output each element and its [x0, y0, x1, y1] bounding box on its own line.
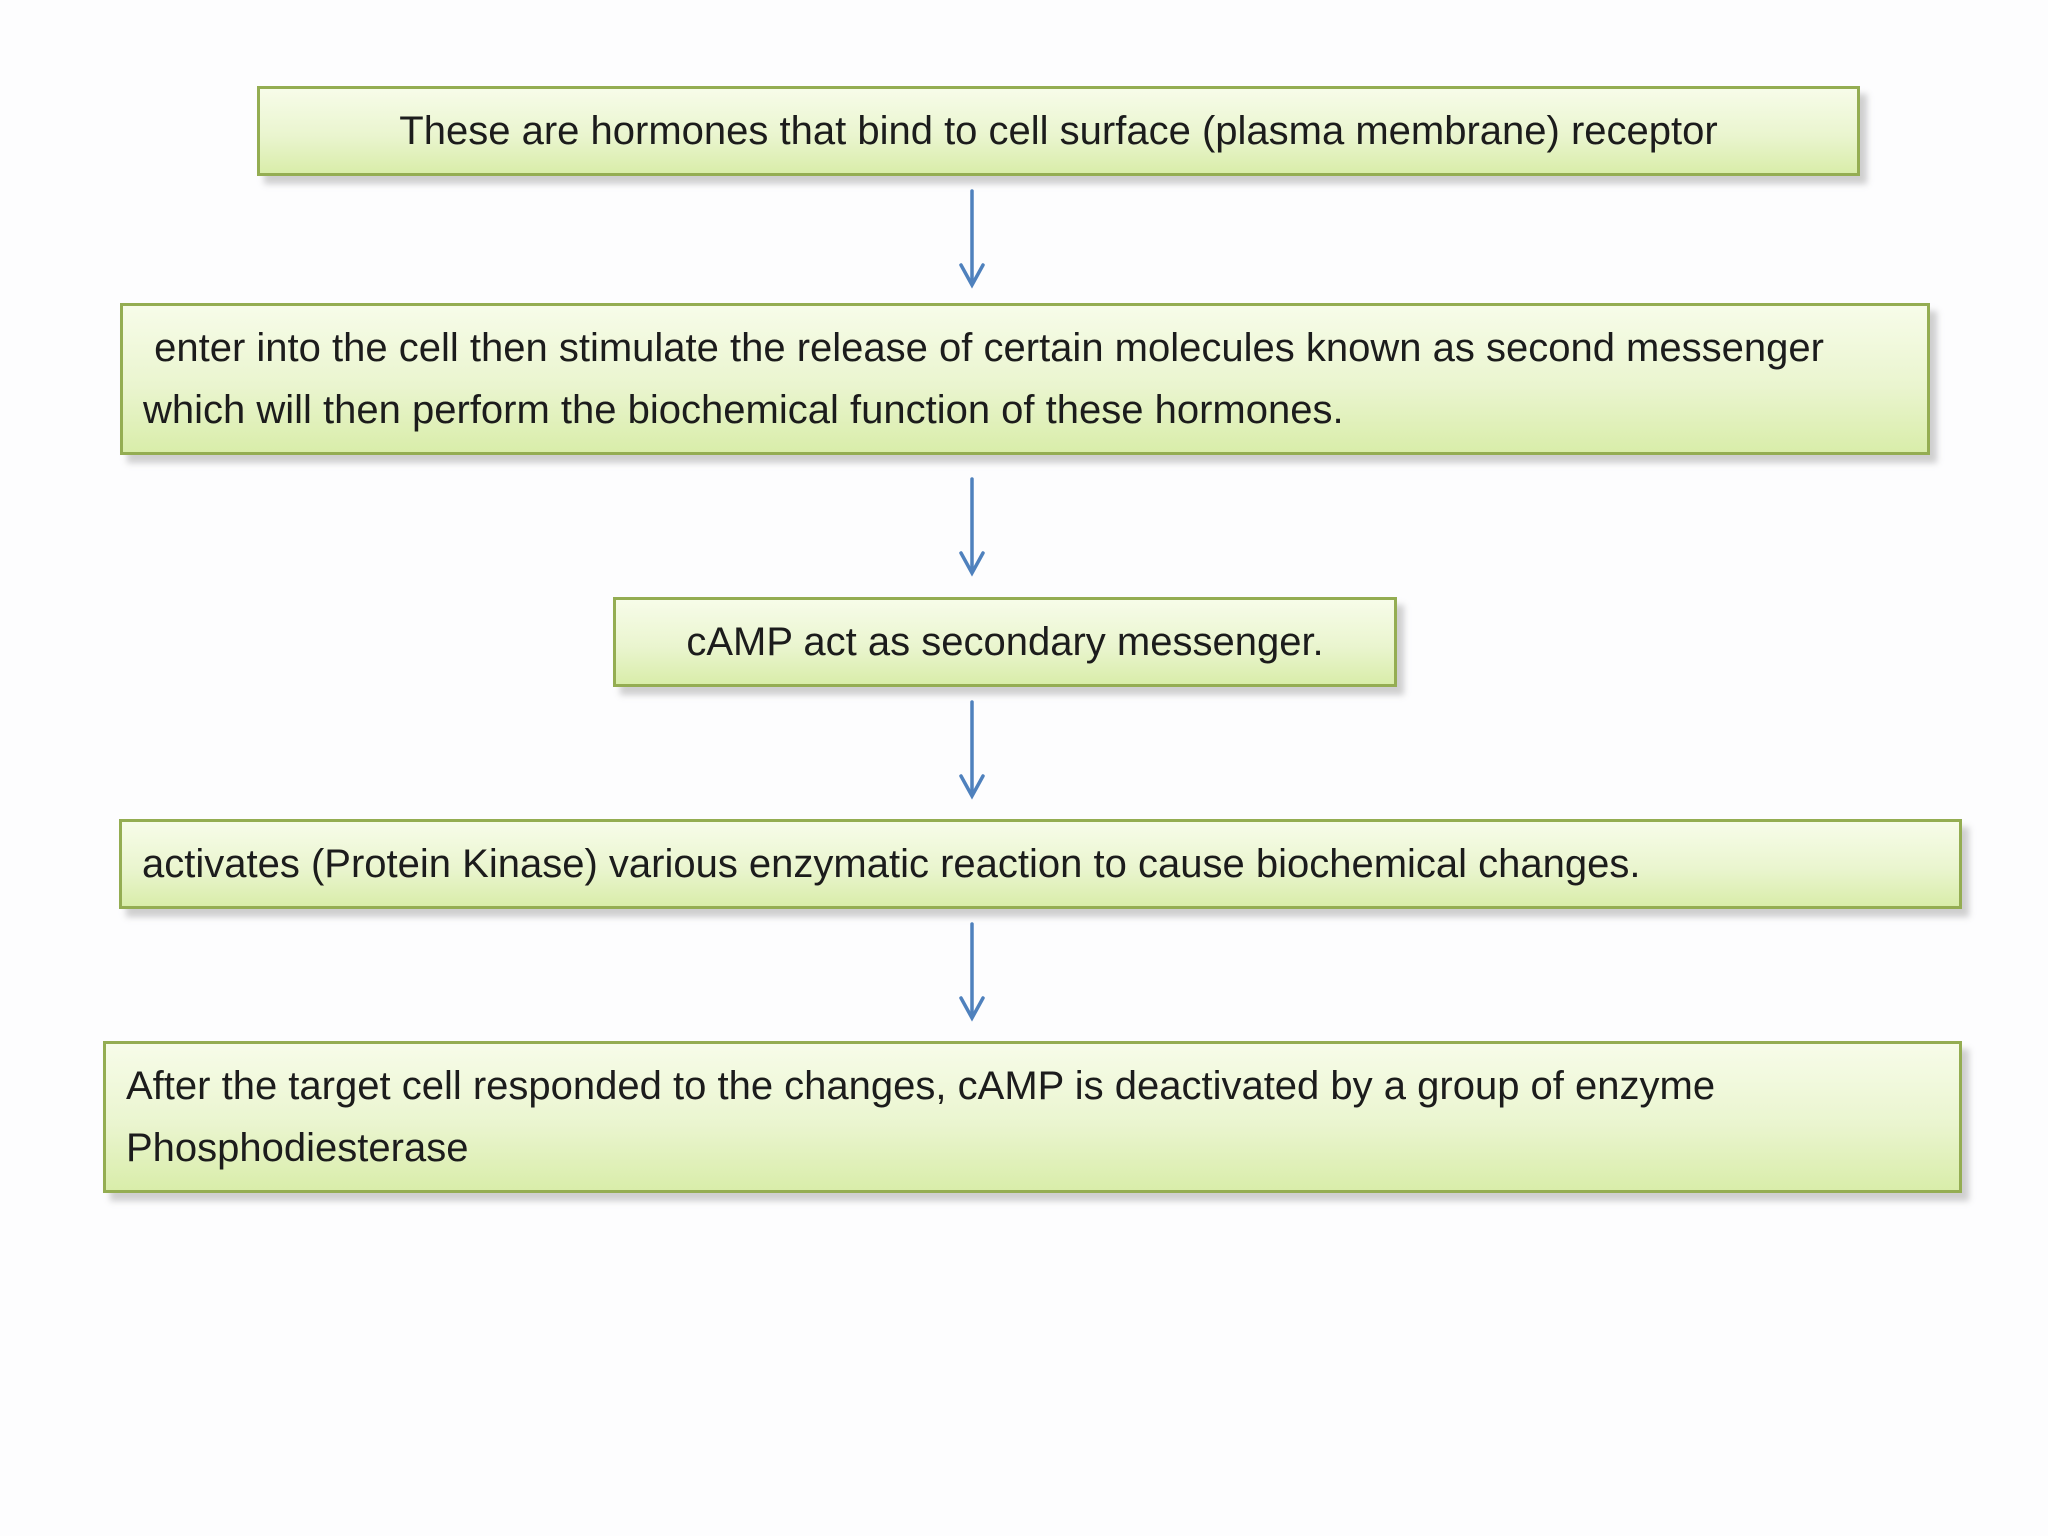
flow-step-3-box: cAMP act as secondary messenger.: [613, 597, 1397, 687]
flow-step-2-text: enter into the cell then stimulate the r…: [143, 326, 1836, 432]
flow-step-5-box: After the target cell responded to the c…: [103, 1041, 1962, 1193]
flow-step-3-text: cAMP act as secondary messenger.: [686, 620, 1324, 664]
arrow-down-icon-4: [942, 922, 1002, 1022]
flow-step-4-box: activates (Protein Kinase) various enzym…: [119, 819, 1962, 909]
flow-step-5-text: After the target cell responded to the c…: [126, 1064, 1727, 1170]
flow-step-1-box: These are hormones that bind to cell sur…: [257, 86, 1860, 176]
arrow-down-icon-3: [942, 700, 1002, 800]
arrow-down-icon-2: [942, 477, 1002, 577]
arrow-down-icon-1: [942, 189, 1002, 289]
flow-step-2-box: enter into the cell then stimulate the r…: [120, 303, 1930, 455]
flow-step-1-text: These are hormones that bind to cell sur…: [399, 109, 1718, 153]
flow-step-4-text: activates (Protein Kinase) various enzym…: [142, 842, 1641, 886]
